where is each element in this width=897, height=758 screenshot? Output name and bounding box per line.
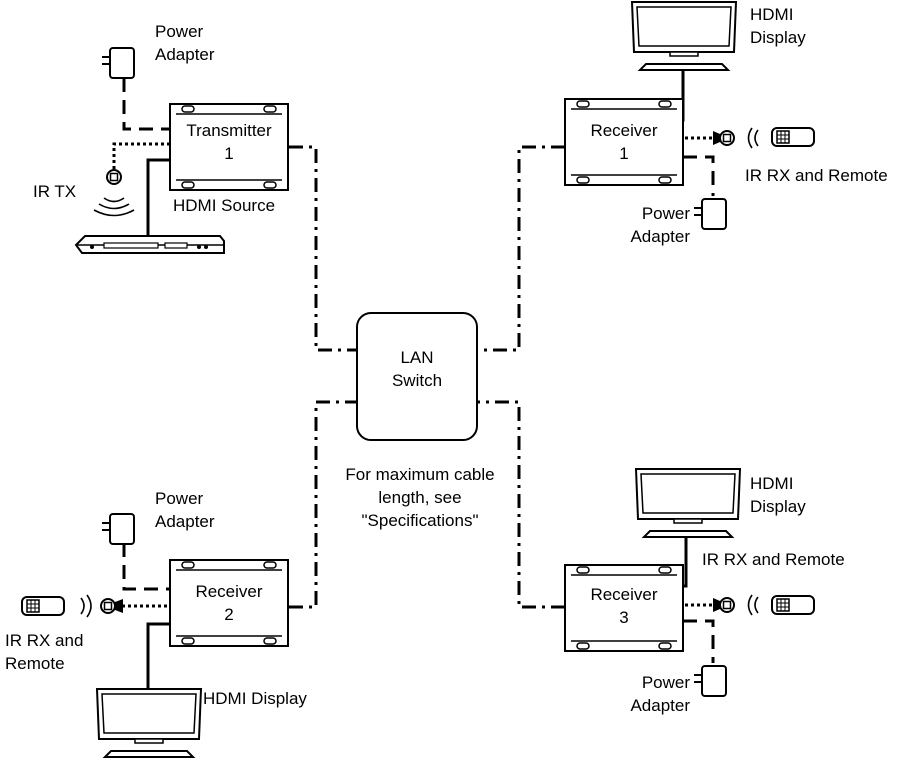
hdmi-source-label: HDMI Source bbox=[173, 196, 275, 215]
tx-hdmi-cable bbox=[146, 158, 170, 238]
lan-switch-label-line2: Switch bbox=[392, 371, 442, 390]
rx3-ir-label: IR RX and Remote bbox=[702, 550, 845, 569]
rx1-ir-signal-icon bbox=[747, 127, 759, 149]
cable-length-note-line2: length, see bbox=[378, 488, 461, 507]
rx3-hdmi-display-icon bbox=[635, 468, 741, 538]
rx2-power-cable bbox=[122, 543, 170, 591]
rx2-ir-label-line1: IR RX and bbox=[5, 631, 83, 650]
hdmi-source-player-icon bbox=[74, 235, 225, 254]
lan-cable-receiver-1 bbox=[477, 145, 565, 352]
rx3-ir-receiver-icon bbox=[713, 597, 735, 613]
rx1-power-label-line2: Adapter bbox=[630, 227, 690, 246]
rx3-remote-icon bbox=[771, 595, 815, 615]
cable-length-note-line3: "Specifications" bbox=[362, 511, 479, 530]
receiver-2-label-line1: Receiver bbox=[195, 582, 262, 601]
receiver-2-box bbox=[169, 559, 289, 647]
rx2-hdmi-display-icon bbox=[96, 688, 202, 758]
tx-power-cable bbox=[122, 78, 170, 131]
rx3-display-label-line1: HDMI bbox=[750, 474, 793, 493]
ir-tx-emitter-icon bbox=[93, 169, 135, 217]
transmitter-label-line1: Transmitter bbox=[186, 121, 272, 140]
receiver-1-box bbox=[564, 98, 684, 186]
rx1-remote-icon bbox=[771, 127, 815, 147]
rx1-display-label-line1: HDMI bbox=[750, 5, 793, 24]
rx2-power-label-line2: Adapter bbox=[155, 512, 215, 531]
receiver-1-label-line2: 1 bbox=[619, 144, 628, 163]
rx2-remote-icon bbox=[21, 596, 65, 616]
lan-cable-receiver-2 bbox=[289, 400, 357, 609]
rx2-ir-receiver-icon bbox=[100, 598, 123, 614]
rx3-ir-signal-icon bbox=[747, 594, 759, 616]
rx2-display-label: HDMI Display bbox=[203, 689, 307, 708]
ir-tx-label: IR TX bbox=[33, 182, 76, 201]
lan-switch-label-line1: LAN bbox=[400, 348, 433, 367]
rx2-power-adapter-icon bbox=[101, 513, 135, 545]
rx3-power-cable bbox=[661, 619, 715, 663]
rx1-ir-receiver-icon bbox=[713, 130, 735, 146]
rx2-ir-signal-icon bbox=[80, 594, 92, 618]
rx3-power-label-line1: Power bbox=[642, 673, 691, 692]
rx2-power-label-line1: Power bbox=[155, 489, 204, 508]
rx3-power-adapter-icon bbox=[693, 665, 727, 697]
rx1-ir-label: IR RX and Remote bbox=[745, 166, 888, 185]
receiver-3-label-line2: 3 bbox=[619, 608, 628, 627]
rx3-power-label-line2: Adapter bbox=[630, 696, 690, 715]
receiver-2-label-line2: 2 bbox=[224, 605, 233, 624]
tx-power-adapter-icon bbox=[101, 47, 135, 79]
receiver-3-label-line1: Receiver bbox=[590, 585, 657, 604]
rx1-power-adapter-icon bbox=[693, 198, 727, 230]
rx1-power-cable bbox=[661, 155, 715, 196]
cable-length-note-line1: For maximum cable bbox=[345, 465, 494, 484]
rx1-display-label-line2: Display bbox=[750, 28, 806, 47]
rx2-ir-label-line2: Remote bbox=[5, 654, 65, 673]
rx1-power-label-line1: Power bbox=[642, 204, 691, 223]
tx-ir-cable bbox=[112, 142, 170, 170]
lan-cable-transmitter bbox=[289, 145, 357, 352]
lan-switch-box bbox=[356, 312, 478, 441]
lan-cable-receiver-3 bbox=[477, 400, 565, 609]
rx3-display-label-line2: Display bbox=[750, 497, 806, 516]
rx2-hdmi-cable bbox=[146, 622, 170, 700]
rx1-hdmi-display-icon bbox=[631, 1, 737, 71]
tx-power-label-line2: Adapter bbox=[155, 45, 215, 64]
receiver-1-label-line1: Receiver bbox=[590, 121, 657, 140]
transmitter-label-line2: 1 bbox=[224, 144, 233, 163]
tx-power-label-line1: Power bbox=[155, 22, 204, 41]
